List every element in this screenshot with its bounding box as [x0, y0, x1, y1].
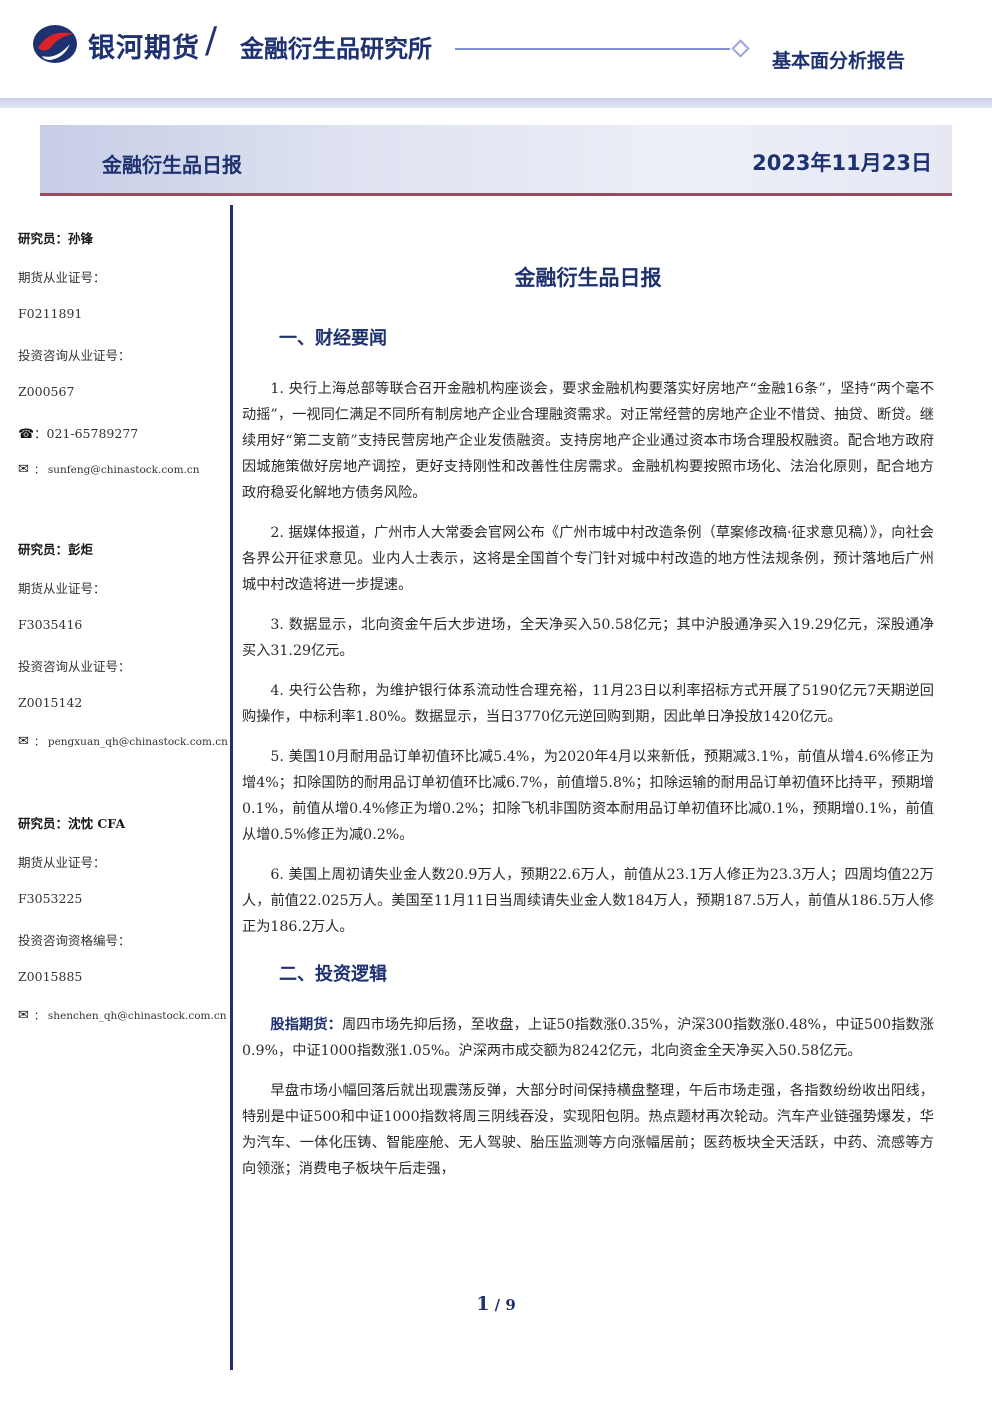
current-page: 1	[476, 1293, 490, 1315]
license-number: F0211891	[18, 306, 83, 321]
report-type: 基本面分析报告	[772, 50, 906, 72]
license-number: F3053225	[18, 891, 83, 906]
news-paragraph: 6. 美国上周初请失业金人数20.9万人，预期22.6万人，前值从23.1万人修…	[242, 867, 934, 935]
header-band	[0, 98, 992, 108]
analyst-sidebar: 研究员：孙锋 期货从业证号： F0211891 投资咨询从业证号： Z00056…	[18, 228, 228, 1047]
analyst-email: ✉： shenchen_qh@chinastock.com.cn	[18, 1008, 227, 1023]
consult-number: Z0015142	[18, 695, 83, 710]
logic-paragraph: 股指期货：周四市场先抑后扬，至收盘，上证50指数涨0.35%，沪深300指数涨0…	[242, 1012, 934, 1064]
report-date: 2023年11月23日	[752, 151, 932, 175]
analyst-name: 研究员：沈忱 CFA	[18, 816, 126, 831]
consult-label: 投资咨询从业证号：	[18, 659, 131, 674]
total-pages: 9	[505, 1296, 516, 1314]
email-icon: ✉	[18, 734, 29, 749]
license-label: 期货从业证号：	[18, 855, 106, 870]
analyst-email: ✉： sunfeng@chinastock.com.cn	[18, 462, 200, 477]
email-address[interactable]: shenchen_qh@chinastock.com.cn	[47, 1010, 227, 1022]
header-slash: /	[205, 20, 218, 61]
consult-number: Z0015885	[18, 969, 83, 984]
license-label: 期货从业证号：	[18, 270, 106, 285]
analyst-phone: ☎：021-65789277	[18, 426, 139, 442]
report-body: 金融衍生品日报 一、财经要闻 1. 央行上海总部等联合召开金融机构座谈会，要求金…	[242, 262, 934, 1196]
diamond-icon	[731, 39, 750, 58]
section-heading-logic: 二、投资逻辑	[279, 964, 387, 985]
paragraph-lead: 股指期货：	[270, 1017, 342, 1033]
galaxy-futures-logo-icon	[33, 25, 77, 63]
news-paragraph: 5. 美国10月耐用品订单初值环比减5.4%，为2020年4月以来新低，预期减3…	[242, 749, 934, 843]
email-icon: ✉	[18, 462, 29, 477]
document-title: 金融衍生品日报	[514, 266, 662, 290]
report-header: 银河期货 / 金融衍生品研究所 基本面分析报告	[0, 0, 992, 100]
institute-name: 金融衍生品研究所	[240, 35, 432, 63]
vertical-divider	[230, 205, 233, 1370]
news-paragraph: 3. 数据显示，北向资金午后大步进场，全天净买入50.58亿元；其中沪股通净买入…	[242, 617, 934, 659]
consult-number: Z000567	[18, 384, 75, 399]
logic-paragraph: 早盘市场小幅回落后就出现震荡反弹，大部分时间保持横盘整理，午后市场走强，各指数纷…	[242, 1083, 934, 1177]
email-icon: ✉	[18, 1008, 29, 1023]
analyst-name: 研究员：彭炬	[18, 542, 94, 557]
paragraph-text: 周四市场先抑后扬，至收盘，上证50指数涨0.35%，沪深300指数涨0.48%，…	[242, 1017, 934, 1059]
email-address[interactable]: pengxuan_qh@chinastock.com.cn	[47, 736, 228, 748]
title-bar: 金融衍生品日报 2023年11月23日	[40, 125, 952, 196]
page-separator: /	[489, 1296, 506, 1314]
consult-label: 投资咨询从业证号：	[18, 348, 131, 363]
email-address[interactable]: sunfeng@chinastock.com.cn	[47, 464, 200, 476]
news-paragraph: 2. 据媒体报道，广州市人大常委会官网公布《广州市城中村改造条例（草案修改稿·征…	[242, 525, 934, 593]
consult-label: 投资咨询资格编号：	[18, 933, 131, 948]
news-paragraph: 1. 央行上海总部等联合召开金融机构座谈会，要求金融机构要落实好房地产“金融16…	[242, 381, 934, 501]
report-title: 金融衍生品日报	[102, 153, 242, 177]
analyst-name: 研究员：孙锋	[18, 231, 94, 246]
section-heading-news: 一、财经要闻	[279, 328, 387, 349]
page-number: 1 / 9	[0, 1293, 992, 1315]
phone-number: 021-65789277	[46, 426, 139, 441]
license-number: F3035416	[18, 617, 83, 632]
analyst-email: ✉： pengxuan_qh@chinastock.com.cn	[18, 734, 228, 749]
phone-icon: ☎	[18, 427, 35, 442]
brand-name: 银河期货	[88, 33, 200, 64]
news-paragraph: 4. 央行公告称，为维护银行体系流动性合理充裕，11月23日以利率招标方式开展了…	[242, 683, 934, 725]
header-rule	[455, 48, 730, 50]
license-label: 期货从业证号：	[18, 581, 106, 596]
